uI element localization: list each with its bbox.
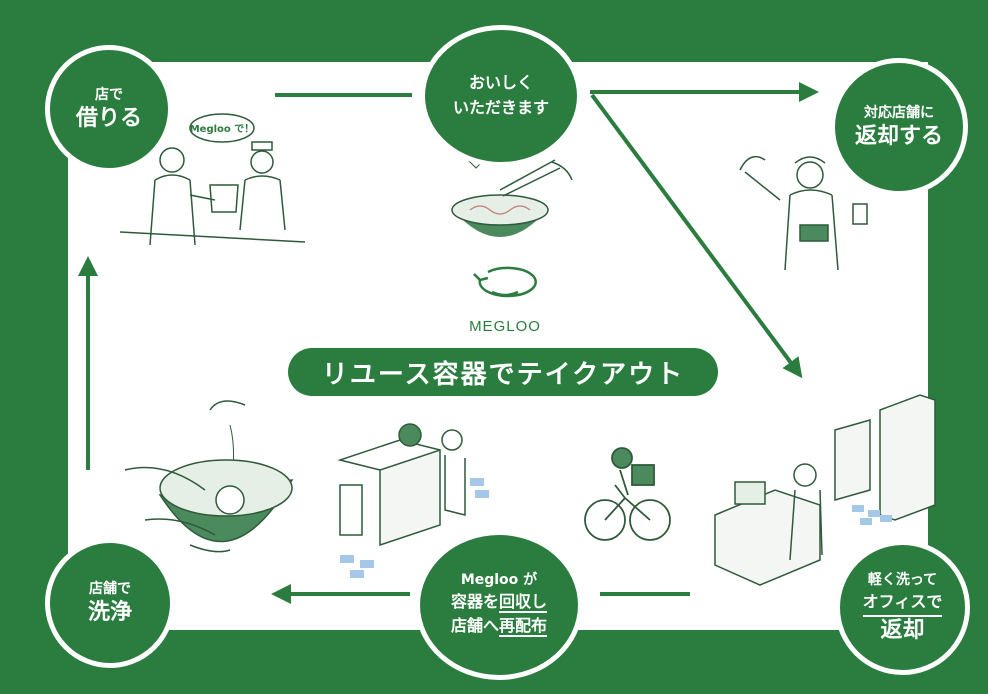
step-borrow-bubble: 店で 借りる — [45, 45, 173, 173]
step-wash-line2: 洗浄 — [87, 599, 132, 625]
return-store-illustration — [739, 155, 868, 271]
megloo-logo-text: MEGLOO — [469, 318, 541, 335]
step-eat-line2: いただきます — [452, 98, 549, 117]
cyclist-illustration — [584, 447, 671, 541]
step-eat-bubble: おいしく いただきます — [420, 25, 582, 167]
step-collect-line2a: 容器を — [450, 591, 499, 611]
step-return-store-line2: 返却する — [854, 123, 943, 149]
step-collect-line2: 容器を回収し — [450, 590, 548, 615]
megloo-logo-mark — [473, 266, 537, 298]
step-collect-line1: Megloo が — [460, 571, 538, 588]
speech-bubble-text: Megloo で！ — [190, 123, 255, 135]
arrow-eat-return-office — [590, 93, 803, 379]
step-return-store-line1: 対応店舗に — [864, 104, 934, 121]
step-collect-line2b: 回収し — [499, 591, 548, 613]
step-collect-bubble: Megloo が 容器を回収し 店舗へ再配布 — [415, 530, 583, 680]
step-return-office-line2: オフィスで — [862, 590, 943, 617]
step-return-office-bubble: 軽く洗って オフィスで 返却 — [835, 540, 970, 675]
bowl-illustration — [451, 157, 573, 237]
step-wash-bubble: 店舗で 洗浄 — [45, 538, 175, 668]
step-collect-line3a: 店舗へ — [450, 616, 499, 636]
main-banner: リユース容器でテイクアウト — [288, 348, 718, 396]
step-collect-line3b: 再配布 — [499, 616, 548, 638]
washing-illustration — [124, 400, 294, 553]
office-illustration — [714, 394, 936, 586]
step-borrow-line1: 店で — [95, 86, 123, 103]
shop-counter-illustration — [119, 113, 306, 246]
step-return-office-line3: 返却 — [880, 617, 925, 643]
step-wash-line1: 店舗で — [89, 580, 131, 597]
step-return-office-line1: 軽く洗って — [867, 571, 938, 588]
step-borrow-line2: 借りる — [75, 105, 142, 131]
step-eat-line1: おいしく — [468, 73, 533, 93]
step-return-store-bubble: 対応店舗に 返却する — [830, 58, 968, 196]
store-counter-illustration — [337, 423, 489, 578]
step-collect-line3: 店舗へ再配布 — [450, 614, 548, 639]
